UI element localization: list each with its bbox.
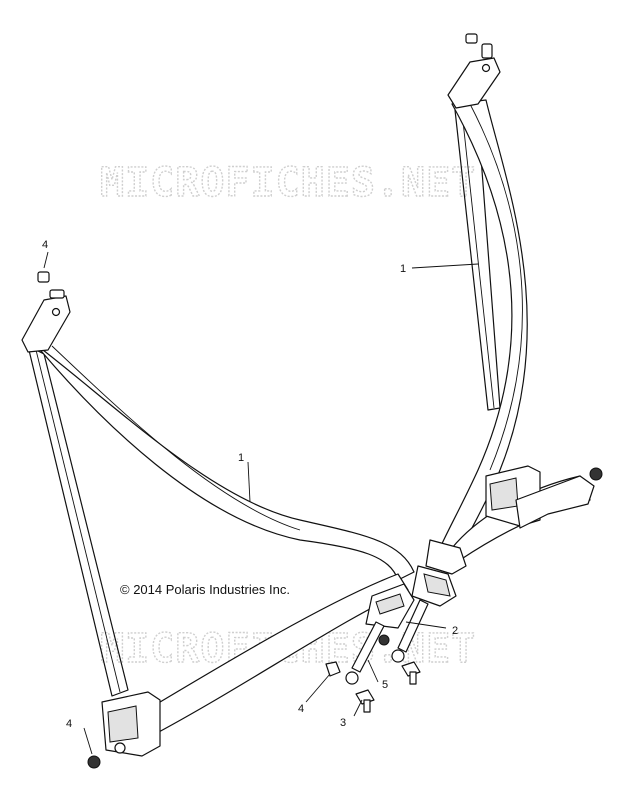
callout-1-right-belt: 1 [400,263,406,275]
callout-2: 2 [452,625,458,637]
callout-4-lower: 4 [298,703,304,715]
callout-3: 3 [340,717,346,729]
callout-leader-lines [43,251,479,755]
right-seat-belt-assembly [411,33,603,607]
left-seat-belt-assembly [21,271,415,769]
callout-5: 5 [382,679,388,691]
copyright-notice: © 2014 Polaris Industries Inc. [120,582,290,597]
callout-1-left-belt: 1 [238,452,244,464]
callout-4-bottom-left: 4 [66,718,72,730]
hardware-fasteners [325,661,421,713]
buckle-stalks [345,599,429,685]
callout-4-top-left: 4 [42,239,48,251]
watermark-top: MICROFICHES.NET [100,160,476,206]
